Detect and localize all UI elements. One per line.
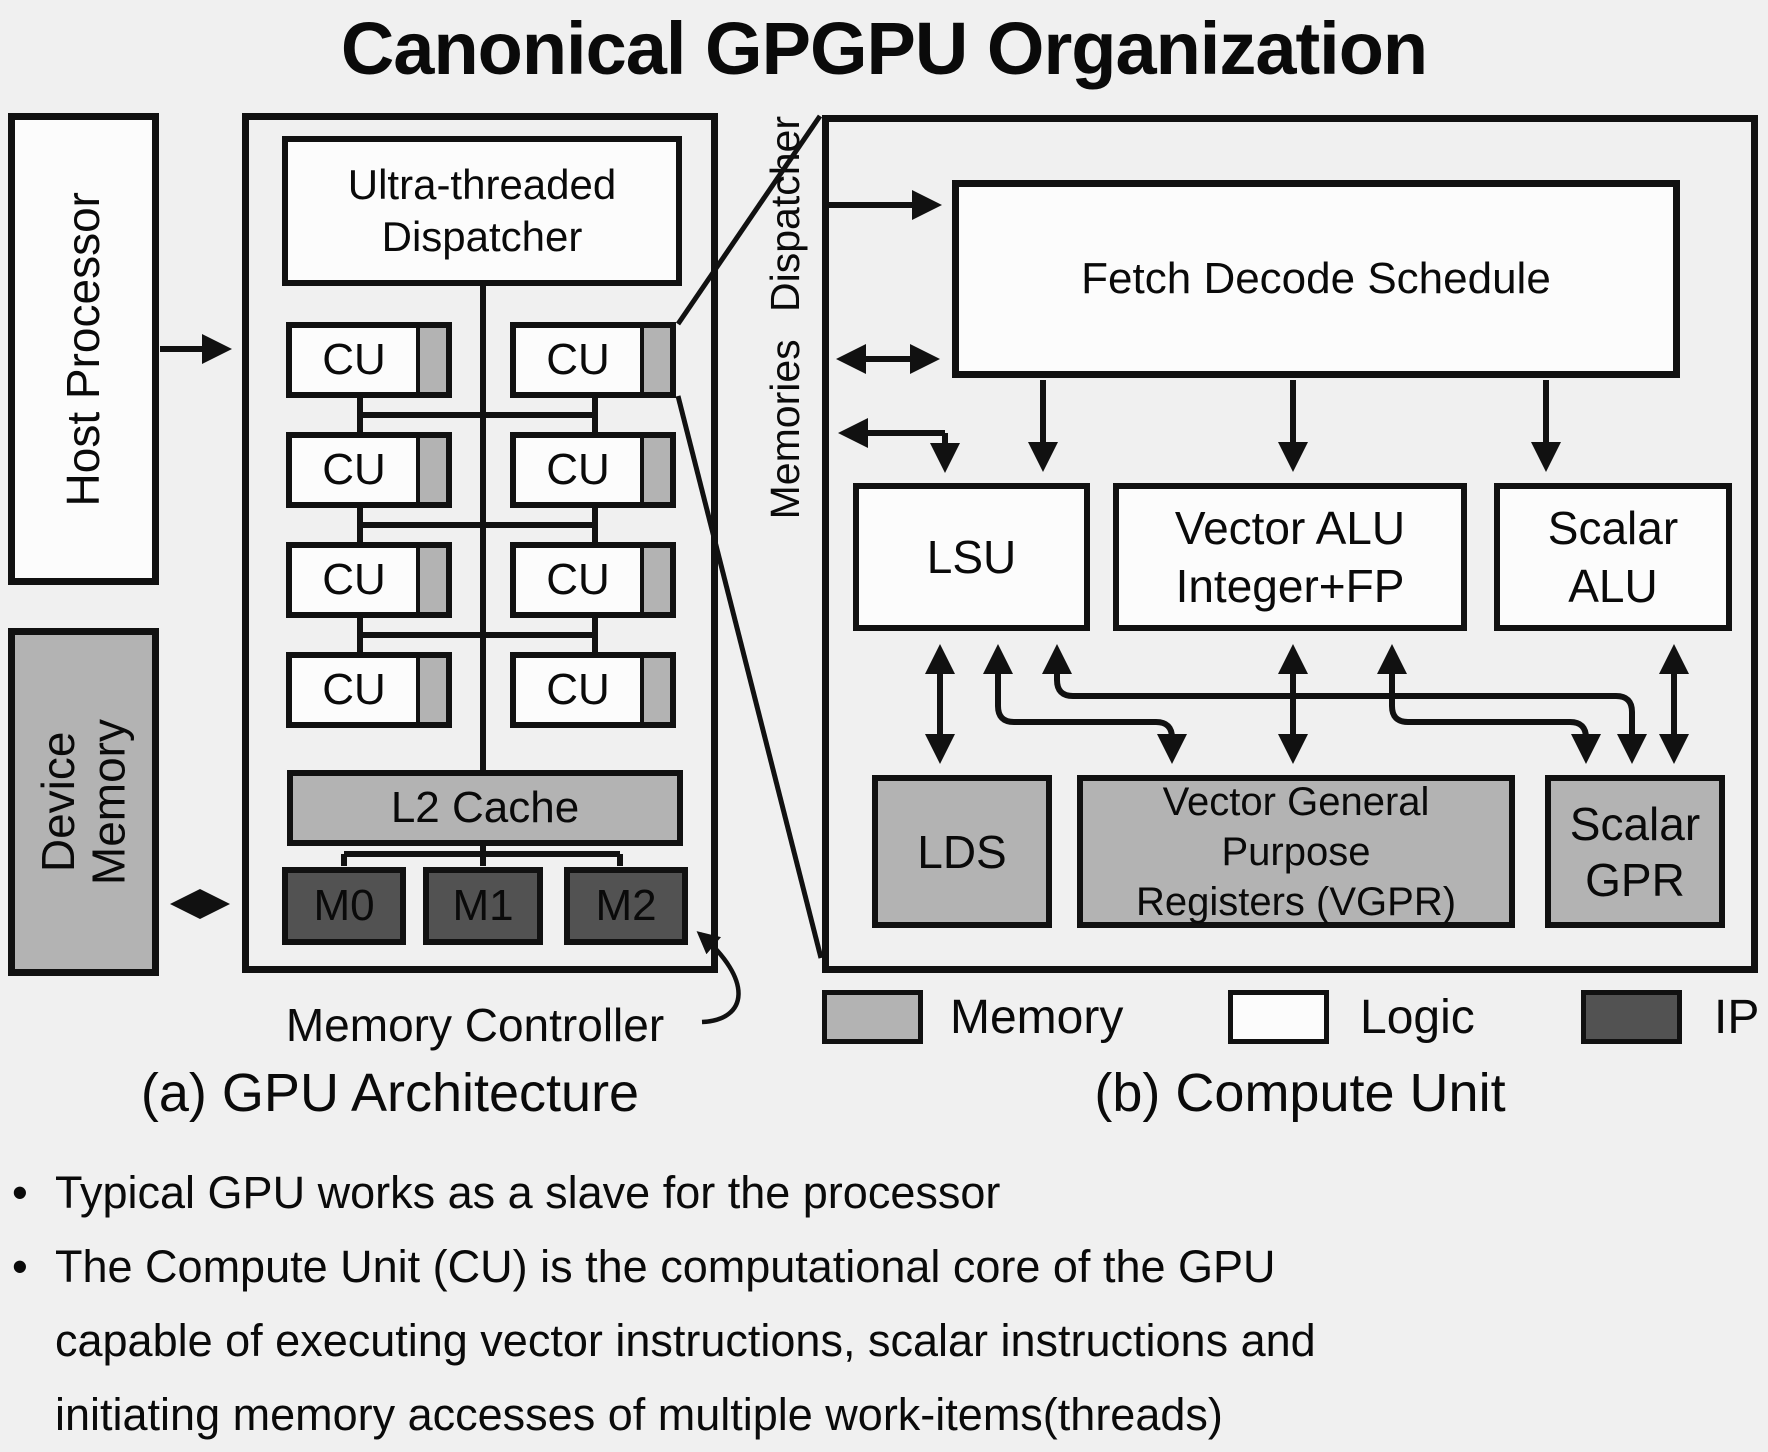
cu-box: CU <box>286 322 452 398</box>
memories-dispatcher-label-wrap: Memories Dispatcher <box>758 113 814 523</box>
caption-gpu-architecture: (a) GPU Architecture <box>140 1063 640 1123</box>
cu-stripe <box>640 658 670 722</box>
fetch-decode-schedule-box: Fetch Decode Schedule <box>952 180 1680 378</box>
ultra-threaded-dispatcher-label: Ultra-threaded Dispatcher <box>347 161 617 260</box>
cu-label: CU <box>322 665 386 714</box>
vector-alu-box: Vector ALU Integer+FP <box>1113 483 1467 631</box>
memory-module-m1: M1 <box>423 867 543 945</box>
bullet-text: initiating memory accesses of multiple w… <box>55 1389 1223 1440</box>
memory-controller-label: Memory Controller <box>285 999 665 1051</box>
vgpr-box: Vector General Purpose Registers (VGPR) <box>1077 775 1515 928</box>
scalar-alu-label: Scalar ALU <box>1547 502 1679 612</box>
bullet-text: The Compute Unit (CU) is the computation… <box>55 1241 1276 1292</box>
lds-box: LDS <box>872 775 1052 928</box>
cu-box: CU <box>286 542 452 618</box>
cu-label: CU <box>322 445 386 494</box>
bullet-text: capable of executing vector instructions… <box>55 1315 1316 1366</box>
memory-module-label: M2 <box>595 881 657 930</box>
lsu-box: LSU <box>853 483 1090 631</box>
scalar-alu-box: Scalar ALU <box>1494 483 1732 631</box>
cu-box: CU <box>510 542 676 618</box>
lds-label: LDS <box>917 825 1007 878</box>
page-title: Canonical GPGPU Organization <box>340 7 1428 90</box>
memory-module-m0: M0 <box>282 867 406 945</box>
cu-stripe <box>640 548 670 612</box>
caption-compute-unit: (b) Compute Unit <box>1094 1063 1506 1123</box>
memories-dispatcher-label: Memories Dispatcher <box>762 116 809 520</box>
legend-swatch-ip <box>1581 990 1682 1044</box>
cu-stripe <box>416 438 446 502</box>
host-processor-label: Host Processor <box>57 191 110 507</box>
legend-swatch-logic <box>1228 990 1329 1044</box>
bullet-marker: • <box>12 1167 28 1218</box>
bullet-marker: • <box>12 1241 28 1292</box>
cu-box: CU <box>286 652 452 728</box>
vgpr-label: Vector General Purpose Registers (VGPR) <box>1135 779 1457 924</box>
legend-label-memory: Memory <box>950 990 1124 1044</box>
lsu-label: LSU <box>926 531 1017 583</box>
cu-stripe <box>640 438 670 502</box>
host-processor-box: Host Processor <box>8 113 159 585</box>
legend-label-logic: Logic <box>1360 990 1475 1044</box>
cu-label: CU <box>546 335 610 384</box>
cu-box: CU <box>510 322 676 398</box>
notes-list: • Typical GPU works as a slave for the p… <box>12 1156 1692 1452</box>
cu-label: CU <box>322 555 386 604</box>
vector-alu-label: Vector ALU Integer+FP <box>1174 502 1406 612</box>
list-item: • The Compute Unit (CU) is the computati… <box>12 1230 1692 1452</box>
cu-label: CU <box>322 335 386 384</box>
ultra-threaded-dispatcher-box: Ultra-threaded Dispatcher <box>282 136 682 286</box>
cu-box: CU <box>510 652 676 728</box>
compute-unit-panel <box>822 115 1758 973</box>
memory-module-label: M1 <box>452 881 514 930</box>
legend-swatch-memory <box>822 990 923 1044</box>
scalar-gpr-box: Scalar GPR <box>1545 775 1725 928</box>
list-item: • Typical GPU works as a slave for the p… <box>12 1156 1692 1230</box>
cu-stripe <box>640 328 670 392</box>
device-memory-label: Device Memory <box>31 718 135 886</box>
memory-module-label: M0 <box>313 881 375 930</box>
cu-stripe <box>416 328 446 392</box>
cu-box: CU <box>286 432 452 508</box>
l2-cache-label: L2 Cache <box>390 783 580 832</box>
cu-stripe <box>416 658 446 722</box>
memory-module-m2: M2 <box>564 867 688 945</box>
legend-label-ip: IP <box>1714 990 1760 1044</box>
device-memory-box: Device Memory <box>8 628 159 976</box>
cu-box: CU <box>510 432 676 508</box>
fetch-decode-schedule-label: Fetch Decode Schedule <box>1081 254 1551 303</box>
cu-stripe <box>416 548 446 612</box>
cu-label: CU <box>546 555 610 604</box>
cu-label: CU <box>546 665 610 714</box>
bullet-text: Typical GPU works as a slave for the pro… <box>55 1167 1001 1218</box>
l2-cache-box: L2 Cache <box>287 770 683 846</box>
cu-label: CU <box>546 445 610 494</box>
scalar-gpr-label: Scalar GPR <box>1569 797 1701 906</box>
